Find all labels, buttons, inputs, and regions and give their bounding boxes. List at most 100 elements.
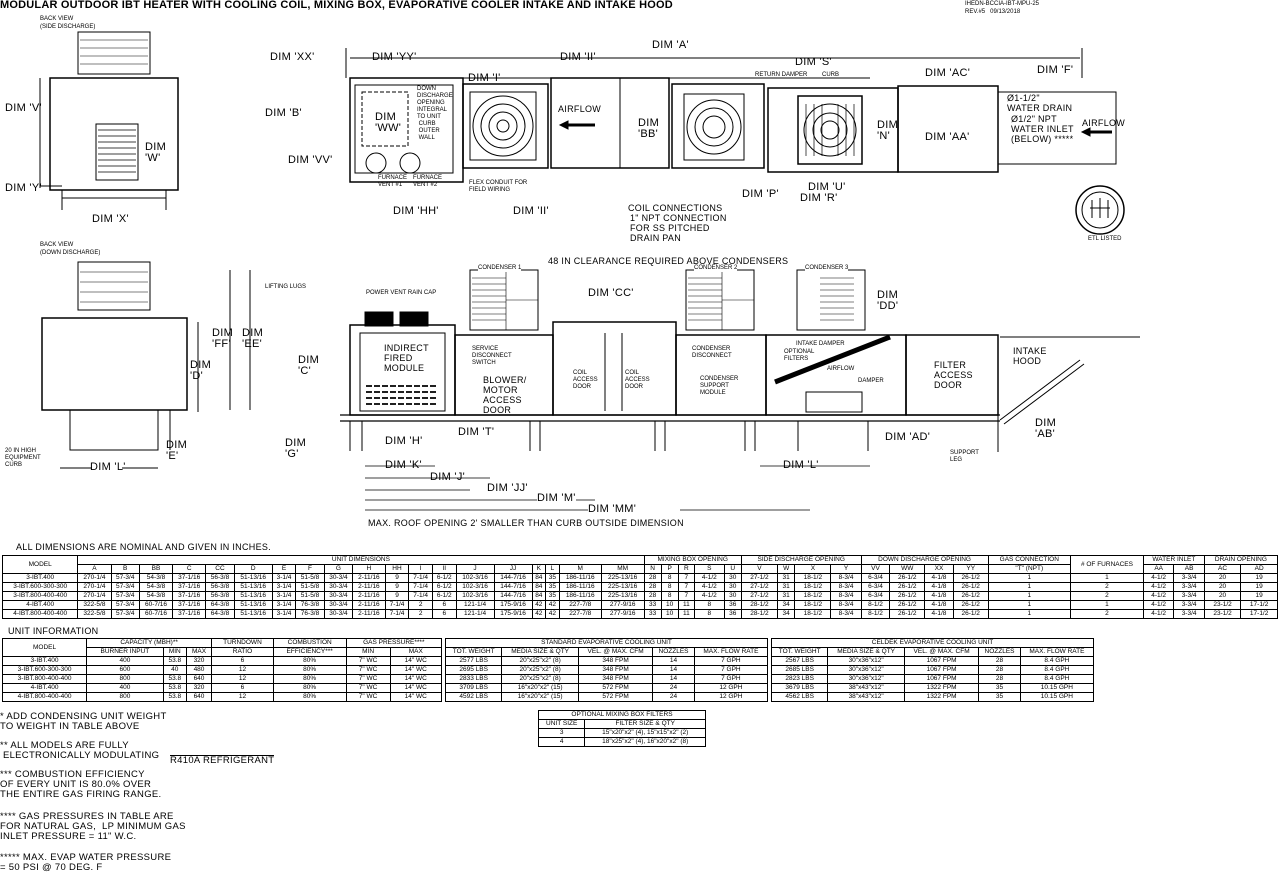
flex-conduit-note: FLEX CONDUIT FOR FIELD WIRING xyxy=(469,180,528,193)
column-header: N xyxy=(643,564,662,574)
column-header: UNIT SIZE xyxy=(537,719,586,729)
table-cell: 15"x20"x2" (4), 15"x15"x2" (2) xyxy=(584,728,706,738)
table-cell: 34 xyxy=(777,600,796,610)
group-header: DOWN DISCHARGE OPENING xyxy=(860,555,989,565)
column-header: V xyxy=(740,564,779,574)
clearance-note: 48 IN CLEARANCE REQUIRED ABOVE CONDENSER… xyxy=(548,256,789,266)
dim-mm-label: DIM 'MM' xyxy=(588,503,637,515)
column-header: "T" (NPT) xyxy=(987,564,1072,574)
table-cell: 18-1/2 xyxy=(794,591,832,601)
table-cell: 175-9/16 xyxy=(493,609,533,619)
table-cell: 3-1/4 xyxy=(271,591,297,601)
drain-connection-note: 1" NPT CONNECTION FOR SS PITCHED DRAIN P… xyxy=(630,213,727,243)
table-cell: 7-1/4 xyxy=(408,573,433,583)
dim-c-label: DIM 'C' xyxy=(298,354,320,377)
table-cell: 14" WC xyxy=(389,656,443,666)
table-cell: 6-1/2 xyxy=(431,573,457,583)
note-2: ** ALL MODELS ARE FULLY ELECTRONICALLY M… xyxy=(0,740,160,761)
table-cell: 35 xyxy=(545,573,560,583)
column-header: D xyxy=(233,564,273,574)
column-header: RATIO xyxy=(211,647,274,657)
table-cell: 6 xyxy=(431,600,457,610)
table-cell: 37-1/16 xyxy=(172,600,207,610)
lifting-lugs-label: LIFTING LUGS xyxy=(265,284,307,290)
column-header: M xyxy=(558,564,602,574)
column-header: W xyxy=(777,564,796,574)
column-header: FILTER SIZE & QTY xyxy=(584,719,706,729)
table-cell: 1 xyxy=(987,591,1072,601)
dim-aa-label: DIM 'AA' xyxy=(925,131,970,143)
table-cell: 7" WC xyxy=(345,656,391,666)
furnace-vent-1-label: FURNACE VENT #1 xyxy=(378,175,408,188)
table-cell: 37-1/16 xyxy=(172,591,207,601)
model-cell: 3-IBT.600-300-300 xyxy=(1,665,88,675)
table-cell: 34 xyxy=(777,609,796,619)
table-cell: 3709 LBS xyxy=(444,683,503,693)
table-cell: 30 xyxy=(723,591,742,601)
table-cell: 14 xyxy=(652,665,695,675)
down-view-subtitle: (DOWN DISCHARGE) xyxy=(40,250,101,256)
table-cell: 19 xyxy=(1240,591,1278,601)
dim-u-label: DIM 'U' xyxy=(808,181,846,193)
dim-n-label: DIM 'N' xyxy=(877,119,899,142)
table-cell: 31 xyxy=(777,591,796,601)
intake-hood-label: INTAKE HOOD xyxy=(1013,346,1047,366)
table-cell: 10 xyxy=(660,600,679,610)
damper-label: DAMPER xyxy=(858,378,884,384)
table-cell: 1322 FPM xyxy=(903,692,980,702)
table-cell: 186-11/16 xyxy=(558,582,602,592)
column-header: F xyxy=(295,564,325,574)
column-header: TOT. WEIGHT xyxy=(770,647,829,657)
group-header: GAS CONNECTION xyxy=(987,555,1072,565)
table-cell: 8 xyxy=(693,600,725,610)
table-cell: 1067 FPM xyxy=(903,656,980,666)
table-cell: 57-3/4 xyxy=(110,591,140,601)
table-cell: 7-1/4 xyxy=(408,591,433,601)
airflow-elevation-label: AIRFLOW xyxy=(827,366,855,372)
table-cell: 26-1/2 xyxy=(889,582,926,592)
model-cell: 4-IBT.400 xyxy=(1,600,79,610)
table-cell: 4-1/2 xyxy=(1142,591,1175,601)
table-cell: 23-1/2 xyxy=(1203,600,1242,610)
table-cell: 6-3/4 xyxy=(860,573,891,583)
etl-logo: ETL LISTED xyxy=(1088,236,1122,242)
table-cell: 18-1/2 xyxy=(794,600,832,610)
column-header: MAX. FLOW RATE xyxy=(693,647,769,657)
table-cell: 54-3/8 xyxy=(138,582,174,592)
table-cell: 28-1/2 xyxy=(740,600,779,610)
table-cell: 14" WC xyxy=(389,692,443,702)
dim-jj-label: DIM 'JJ' xyxy=(487,482,528,494)
column-header: K xyxy=(531,564,547,574)
dim-x-label: DIM 'X' xyxy=(92,213,129,225)
table-cell: 28 xyxy=(978,674,1021,684)
condenser-3-label: CONDENSER 3 xyxy=(805,265,849,272)
table-cell: 84 xyxy=(531,573,547,583)
column-header: MM xyxy=(600,564,645,574)
dim-t-label: DIM 'T' xyxy=(458,426,495,438)
table-cell: 1322 FPM xyxy=(903,683,980,693)
dim-l-side-label: DIM 'L' xyxy=(90,461,126,473)
table-cell: 322-5/8 xyxy=(77,600,112,610)
table-cell: 7" WC xyxy=(345,665,391,675)
table-cell: 11 xyxy=(677,600,695,610)
dim-ac-label: DIM 'AC' xyxy=(925,67,971,79)
table-cell: 57-3/4 xyxy=(110,609,140,619)
table-cell: 225-13/16 xyxy=(600,573,645,583)
table-cell: 26-1/2 xyxy=(952,573,989,583)
water-inlet-note: Ø1/2" NPT WATER INLET (BELOW) ***** xyxy=(1011,114,1074,144)
table-cell: 23-1/2 xyxy=(1203,609,1242,619)
table-cell: 7-1/4 xyxy=(408,582,433,592)
table-cell: 7 xyxy=(677,582,695,592)
table-cell: 37-1/16 xyxy=(172,609,207,619)
table-cell: 4-1/8 xyxy=(924,609,954,619)
condenser-1-label: CONDENSER 1 xyxy=(478,265,522,272)
table-cell: 320 xyxy=(185,683,213,693)
table-cell: 28 xyxy=(643,591,662,601)
table-cell: 36 xyxy=(723,609,742,619)
table-cell: 38"x43"x12" xyxy=(827,683,905,693)
